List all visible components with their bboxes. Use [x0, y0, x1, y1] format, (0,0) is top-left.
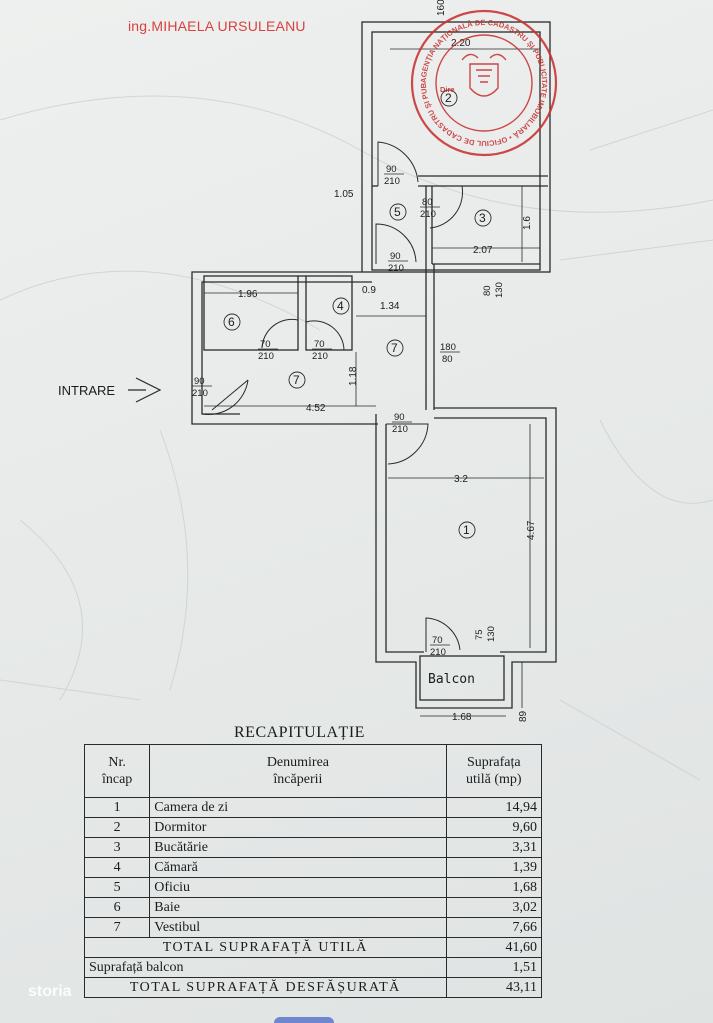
room-6-walls	[203, 275, 299, 351]
dim-1-34: 1.34	[380, 301, 400, 312]
room-number-3: 3	[479, 211, 486, 225]
svg-text:210: 210	[192, 388, 208, 399]
entrance-arrow	[128, 377, 162, 403]
balcony-walls	[419, 655, 505, 701]
recap-title: RECAPITULAȚIE	[234, 724, 365, 741]
dim-2-20: 2.20	[451, 38, 471, 49]
svg-text:90: 90	[394, 412, 405, 423]
stamp-ring-text: AGENȚIA NAȚIONALĂ DE CADASTRU ȘI PUBLICI…	[0, 0, 549, 148]
dim-1-68: 1.68	[452, 712, 472, 723]
svg-text:90: 90	[390, 251, 401, 262]
svg-text:210: 210	[388, 263, 404, 274]
dim-1-96: 1.96	[238, 289, 258, 300]
coat-of-arms-icon	[461, 53, 507, 97]
total-util-value: 41,60	[445, 937, 543, 958]
svg-text:80: 80	[442, 354, 453, 365]
svg-text:80: 80	[422, 197, 433, 208]
dim-0-9: 0.9	[362, 285, 376, 296]
dim-4-67: 4.67	[526, 520, 537, 540]
recap-table: Nr. încap Denumirea încăperii Suprafața …	[83, 744, 543, 998]
total-desf-value: 43,11	[445, 977, 543, 998]
room-number-2: 2	[445, 91, 452, 105]
wall-inner-top-block	[371, 31, 541, 271]
dim-1-18: 1.18	[348, 366, 359, 386]
dim-1-6: 1.6	[522, 216, 533, 230]
room-number-7b: 7	[293, 373, 300, 387]
room-number-6: 6	[228, 315, 235, 329]
svg-text:210: 210	[312, 351, 328, 362]
svg-text:210: 210	[420, 209, 436, 220]
recap-header-row: Nr. încap Denumirea încăperii Suprafața …	[83, 744, 543, 798]
room-number-1: 1	[463, 523, 470, 537]
svg-text:70: 70	[260, 339, 271, 350]
header-nr: Nr. încap	[83, 744, 151, 798]
svg-text:90: 90	[194, 376, 205, 387]
storia-watermark: storia	[28, 983, 72, 1000]
entrance-label: INTRARE	[58, 383, 115, 398]
svg-text:80: 80	[482, 285, 493, 296]
svg-text:75: 75	[474, 629, 485, 640]
room-number-5: 5	[394, 205, 401, 219]
svg-text:210: 210	[258, 351, 274, 362]
total-util-label: TOTAL SUPRAFAȚĂ UTILĂ	[84, 937, 447, 958]
dim-2-07: 2.07	[473, 245, 493, 256]
svg-text:210: 210	[430, 647, 446, 658]
dim-3-2: 3.2	[454, 474, 468, 485]
svg-text:210: 210	[384, 176, 400, 187]
dim-4-52: 4.52	[306, 403, 326, 414]
cadastre-stamp: AGENȚIA NAȚIONALĂ DE CADASTRU ȘI PUBLICI…	[0, 0, 558, 157]
balcony-area-label: Suprafață balcon	[84, 957, 447, 978]
svg-text:70: 70	[432, 635, 443, 646]
svg-text:180: 180	[440, 342, 456, 353]
bottom-edge-tab	[274, 1017, 334, 1023]
balcony-area-value: 1,51	[445, 957, 543, 978]
total-desf-label: TOTAL SUPRAFAȚĂ DESFĂȘURATĂ	[84, 977, 447, 998]
dim-160: 160	[436, 0, 447, 16]
author-signature: ing.MIHAELA URSULEANU	[128, 18, 306, 34]
header-name: Denumirea încăperii	[149, 744, 447, 798]
stamp-inner-text: Dire	[440, 85, 455, 94]
wall-outer-top-block	[361, 21, 551, 273]
floor-plan: INTRARE 1 2 3 4 5 6 7 7 2.20 1.05 2.07 1…	[0, 0, 558, 723]
svg-text:130: 130	[494, 282, 505, 298]
balcony-label: Balcon	[428, 672, 475, 687]
room-number-4: 4	[337, 299, 344, 313]
svg-text:90: 90	[386, 164, 397, 175]
room-4-walls	[305, 275, 353, 351]
dim-89: 89	[518, 710, 529, 722]
svg-text:130: 130	[486, 626, 497, 642]
dim-1-05: 1.05	[334, 189, 354, 200]
svg-text:210: 210	[392, 424, 408, 435]
header-area: Suprafața utilă (mp)	[445, 744, 543, 798]
room-number-7a: 7	[391, 341, 398, 355]
svg-text:70: 70	[314, 339, 325, 350]
